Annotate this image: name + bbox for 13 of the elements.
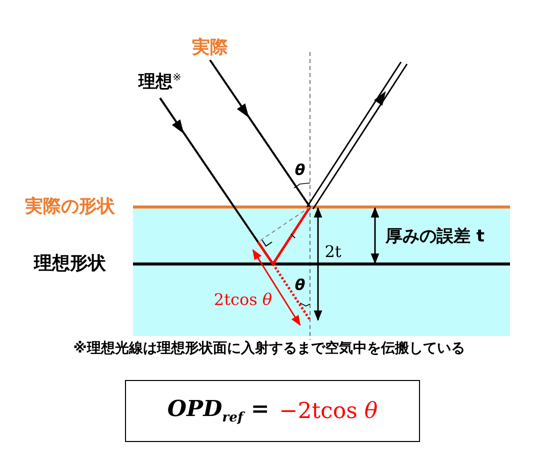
- formula-text: OPD$_{ref}$ =: [167, 396, 270, 426]
- dimension-label: 2tcos θ: [214, 291, 272, 309]
- label: 理想$^{※}$: [138, 72, 182, 92]
- label: 理想形状: [34, 254, 106, 274]
- label: 実際の形状: [25, 197, 115, 217]
- label: 実際: [192, 38, 228, 58]
- angle-label: θ: [294, 162, 306, 178]
- formula-box: [125, 380, 420, 442]
- formula-text: −2tcos θ: [279, 398, 378, 424]
- label: 厚みの誤差 t: [385, 228, 485, 246]
- angle-label: θ: [294, 276, 306, 294]
- note: ※理想光線は理想形状面に入射するまで空気中を伝搬している: [73, 341, 465, 357]
- dimension-label: 2t: [324, 243, 342, 261]
